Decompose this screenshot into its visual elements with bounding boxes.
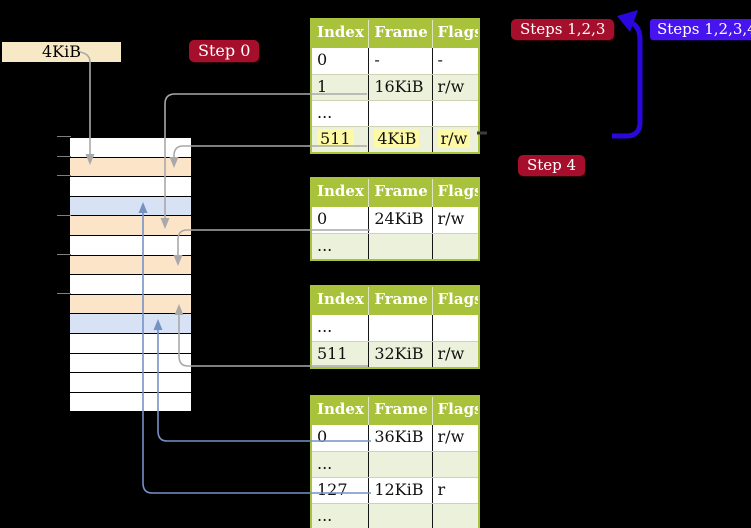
- table-cell: 32KiB: [368, 342, 431, 367]
- memory-row-white: [70, 177, 191, 197]
- table-header-cell: Frame: [368, 287, 431, 315]
- table-header-cell: Index: [317, 400, 364, 418]
- table-header-cell: Flags: [431, 397, 478, 425]
- table-cell: [368, 234, 431, 259]
- table-cell: [368, 315, 431, 341]
- table-cell: 1: [317, 77, 328, 96]
- memory-row-white: [70, 235, 191, 256]
- table-row: 0 --: [312, 48, 478, 74]
- table-cell: r: [431, 478, 478, 503]
- memory-row-peach: [70, 255, 191, 276]
- table-header-row: IndexFrameFlags: [312, 20, 478, 48]
- table-row: ...: [312, 503, 478, 528]
- memory-row-peach: [70, 294, 191, 315]
- address-tick: [57, 214, 71, 216]
- table-cell: r/w: [431, 75, 478, 100]
- memory-row-peach: [70, 157, 191, 178]
- memory-row-white: [70, 333, 191, 354]
- table-cell: -: [431, 48, 478, 74]
- table-header-cell: Flags: [431, 179, 478, 207]
- memory-row-white: [70, 275, 191, 295]
- steps-123-badge: Steps 1,2,3: [511, 19, 615, 40]
- memory-row-white: [70, 138, 191, 158]
- table-cell: 511: [317, 344, 348, 363]
- table-cell: 0: [317, 50, 328, 69]
- page-size-label: 4KiB: [2, 42, 121, 62]
- table-cell: [368, 504, 431, 528]
- table-header-cell: Flags: [431, 287, 478, 315]
- table-cell: [431, 452, 478, 477]
- table-cell: 511: [312, 127, 368, 152]
- table-cell: [431, 234, 478, 259]
- address-tick: [57, 293, 71, 294]
- address-tick: [57, 175, 71, 177]
- table-row: ...: [312, 451, 478, 477]
- table-cell: ...: [317, 236, 333, 255]
- table-cell: [431, 315, 478, 341]
- table-header-cell: Frame: [368, 179, 431, 207]
- memory-row-white: [70, 392, 191, 413]
- table-header-row: IndexFrameFlags: [312, 179, 478, 207]
- table-cell: 24KiB: [368, 207, 431, 233]
- address-tick: [57, 155, 71, 157]
- table-cell: r/w: [431, 342, 478, 367]
- table-header-cell: Index: [317, 23, 364, 41]
- step-0-badge: Step 0: [189, 40, 260, 62]
- table-cell: r/w: [431, 127, 478, 152]
- memory-row-white: [70, 373, 191, 393]
- physical-memory-strip: [70, 137, 191, 413]
- table-cell: ...: [317, 454, 333, 473]
- table-header-cell: Frame: [368, 397, 431, 425]
- table-cell: -: [368, 48, 431, 74]
- table-cell: [431, 504, 478, 528]
- steps-1234-badge: Steps 1,2,3,4: [650, 19, 751, 40]
- table-cell: 36KiB: [368, 425, 431, 451]
- table-cell: ...: [317, 103, 333, 122]
- table-cell: 0: [317, 427, 328, 446]
- table-row: ...: [312, 315, 478, 341]
- table-cell: ...: [317, 506, 333, 525]
- table-cell: 12KiB: [368, 478, 431, 503]
- memory-row-white: [70, 353, 191, 374]
- table-cell: 127: [317, 480, 348, 499]
- steps-merge-arrow-head: [617, 10, 638, 32]
- table-header-cell: Index: [317, 182, 364, 200]
- table-cell: [368, 452, 431, 477]
- table-cell: 4KiB: [368, 127, 431, 152]
- memory-row-blue: [70, 314, 191, 334]
- address-tick: [57, 253, 71, 255]
- table-cell: r/w: [431, 425, 478, 451]
- table-row: ...: [312, 100, 478, 126]
- memory-row-blue: [70, 196, 191, 217]
- page-table-level-2: IndexFrameFlags 0 24KiBr/w...: [310, 177, 480, 261]
- table-header-cell: Index: [317, 290, 364, 308]
- table-cell: ...: [317, 317, 333, 336]
- memory-row-peach: [70, 216, 191, 236]
- table-header-cell: Frame: [368, 20, 431, 48]
- step-4-badge: Step 4: [518, 155, 586, 176]
- table-cell: r/w: [431, 207, 478, 233]
- address-tick: [57, 136, 71, 138]
- table-cell: [368, 101, 431, 126]
- table-cell: 0: [317, 209, 328, 228]
- table-header-row: IndexFrameFlags: [312, 397, 478, 425]
- table-cell: 16KiB: [368, 75, 431, 100]
- table-header-cell: Flags: [431, 20, 478, 48]
- table-header-row: IndexFrameFlags: [312, 287, 478, 315]
- table-row: ...: [312, 233, 478, 259]
- steps-merge-arrow: [612, 10, 643, 139]
- table-cell: [431, 101, 478, 126]
